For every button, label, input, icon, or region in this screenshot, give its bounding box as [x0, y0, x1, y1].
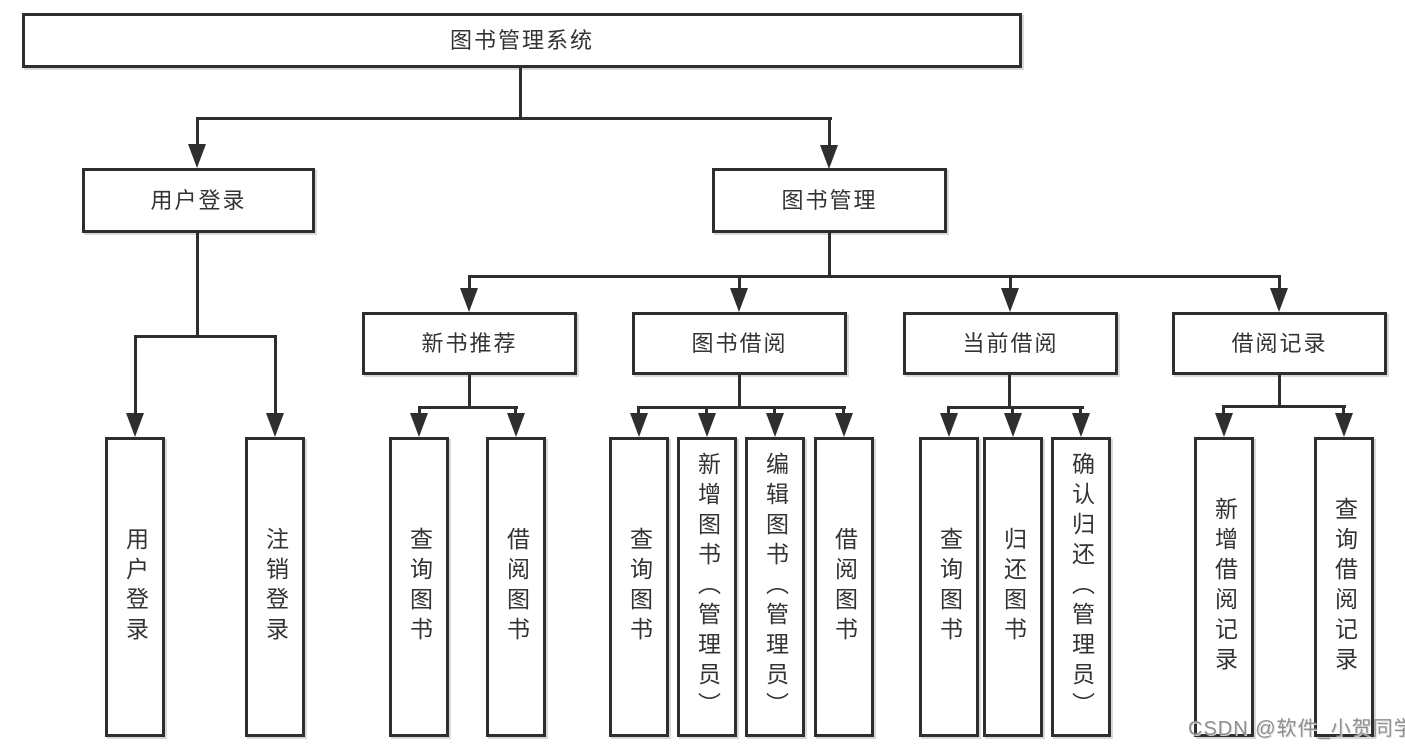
leaf-add-borrow-record: 新增借阅记录	[1194, 437, 1254, 737]
connector-line	[468, 275, 471, 291]
leaf-user-login: 用户登录	[105, 437, 165, 737]
node-new-book-recommendation: 新书推荐	[362, 312, 577, 375]
connector-line	[274, 335, 277, 415]
node-label: 图书管理	[781, 187, 878, 213]
connector-line	[196, 117, 832, 120]
connector-line	[196, 233, 199, 336]
arrowhead-down-icon	[820, 145, 838, 169]
connector-line	[947, 406, 1084, 409]
node-user-login: 用户登录	[82, 168, 315, 233]
arrowhead-down-icon	[1335, 413, 1353, 437]
connector-line	[1342, 405, 1345, 415]
connector-line	[1222, 405, 1346, 408]
leaf-add-book-admin: 新增图书（管理员）	[677, 437, 737, 737]
leaf-label: 查询借阅记录	[1331, 497, 1358, 677]
connector-line	[842, 406, 845, 415]
leaf-label: 新增图书（管理员）	[694, 452, 721, 722]
connector-line	[1009, 275, 1012, 291]
connector-line	[418, 406, 518, 409]
leaf-confirm-return-admin: 确认归还（管理员）	[1051, 437, 1111, 737]
connector-line	[773, 406, 776, 415]
connector-line	[196, 117, 199, 147]
leaf-borrow-books: 借阅图书	[814, 437, 874, 737]
leaf-query-borrow-record: 查询借阅记录	[1314, 437, 1374, 737]
leaf-label: 查询图书	[406, 527, 433, 647]
leaf-label: 新增借阅记录	[1211, 497, 1238, 677]
connector-line	[1278, 275, 1281, 291]
leaf-label: 借阅图书	[503, 527, 530, 647]
leaf-logout: 注销登录	[245, 437, 305, 737]
leaf-label: 注销登录	[262, 527, 289, 647]
connector-line	[1008, 374, 1011, 408]
arrowhead-down-icon	[1004, 413, 1022, 437]
connector-line	[1079, 406, 1082, 415]
connector-line	[638, 406, 846, 409]
arrowhead-down-icon	[266, 413, 284, 437]
leaf-label: 归还图书	[1000, 527, 1027, 647]
arrowhead-down-icon	[1072, 413, 1090, 437]
node-label: 当前借阅	[962, 330, 1059, 356]
arrowhead-down-icon	[630, 413, 648, 437]
node-book-borrowing: 图书借阅	[632, 312, 847, 375]
connector-line	[1222, 405, 1225, 415]
connector-line	[738, 374, 741, 408]
connector-line	[468, 374, 471, 408]
node-label: 图书借阅	[691, 330, 788, 356]
leaf-return-book: 归还图书	[983, 437, 1043, 737]
connector-line	[828, 233, 831, 277]
arrowhead-down-icon	[188, 144, 206, 168]
leaf-label: 借阅图书	[831, 527, 858, 647]
leaf-label: 查询图书	[626, 527, 653, 647]
leaf-label: 编辑图书（管理员）	[762, 452, 789, 722]
arrowhead-down-icon	[410, 413, 428, 437]
leaf-query-books: 查询图书	[919, 437, 979, 737]
leaf-borrow-books: 借阅图书	[486, 437, 546, 737]
arrowhead-down-icon	[766, 413, 784, 437]
connector-line	[637, 406, 640, 415]
connector-line	[738, 275, 741, 291]
connector-line	[828, 117, 831, 148]
leaf-label: 确认归还（管理员）	[1068, 452, 1095, 722]
node-label: 借阅记录	[1231, 330, 1328, 356]
connector-line	[1011, 406, 1014, 415]
node-label: 用户登录	[150, 187, 247, 213]
node-book-management: 图书管理	[712, 168, 947, 233]
connector-line	[134, 335, 137, 415]
connector-line	[519, 67, 522, 117]
connector-line	[705, 406, 708, 415]
leaf-query-books: 查询图书	[389, 437, 449, 737]
connector-line	[1278, 374, 1281, 407]
node-system-root: 图书管理系统	[22, 13, 1022, 68]
arrowhead-down-icon	[507, 413, 525, 437]
watermark: CSDN @软件_小贺同学	[1188, 718, 1405, 740]
leaf-edit-book-admin: 编辑图书（管理员）	[745, 437, 805, 737]
arrowhead-down-icon	[940, 413, 958, 437]
arrowhead-down-icon	[730, 288, 748, 312]
leaf-query-books: 查询图书	[609, 437, 669, 737]
arrowhead-down-icon	[1270, 288, 1288, 312]
arrowhead-down-icon	[460, 288, 478, 312]
arrowhead-down-icon	[835, 413, 853, 437]
leaf-label: 用户登录	[122, 527, 149, 647]
connector-line	[947, 406, 950, 415]
connector-line	[514, 406, 517, 415]
node-current-borrowing: 当前借阅	[903, 312, 1118, 375]
node-label: 图书管理系统	[449, 27, 594, 53]
leaf-label: 查询图书	[936, 527, 963, 647]
arrowhead-down-icon	[698, 413, 716, 437]
arrowhead-down-icon	[126, 413, 144, 437]
connector-line	[418, 406, 421, 415]
connector-line	[468, 275, 1280, 278]
node-borrowing-records: 借阅记录	[1172, 312, 1387, 375]
arrowhead-down-icon	[1215, 413, 1233, 437]
arrowhead-down-icon	[1001, 288, 1019, 312]
connector-line	[134, 335, 277, 338]
node-label: 新书推荐	[421, 330, 518, 356]
